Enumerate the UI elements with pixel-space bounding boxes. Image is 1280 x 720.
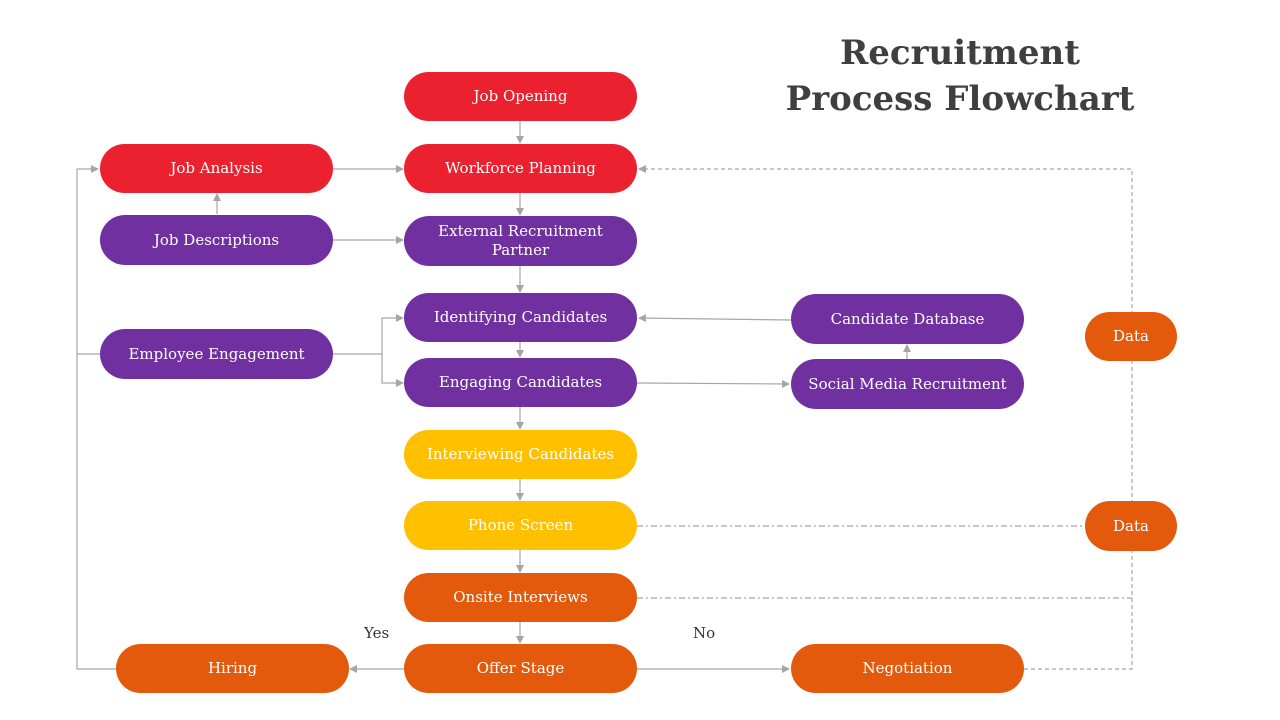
node-onsite-interviews-label: Onsite Interviews [453,588,588,606]
node-workforce-planning-label: Workforce Planning [445,159,596,177]
line-hiring-loop [76,169,116,670]
node-data-top-label: Data [1113,327,1149,345]
node-job-analysis: Job Analysis [100,144,333,193]
arrow-engaging-to-social [636,379,790,388]
label-yes: Yes [364,624,390,642]
node-interviewing-candidates-label: Interviewing Candidates [426,445,615,463]
node-social-media-recruitment-label: Social Media Recruitment [808,374,1007,393]
node-job-opening: Job Opening [404,72,637,121]
page-title: Recruitment Process Flowchart [760,30,1160,122]
label-no: No [693,624,716,642]
node-engaging-candidates-label: Engaging Candidates [438,373,603,391]
node-negotiation-label: Negotiation [862,659,953,677]
node-identifying-candidates-label: Identifying Candidates [433,308,608,326]
node-social-media-recruitment: Social Media Recruitment [791,359,1024,409]
arrow-database-to-identifying [638,314,792,323]
node-job-analysis-label: Job Analysis [170,159,263,177]
node-hiring-label: Hiring [207,659,258,677]
node-external-recruitment-partner-label: External Recruitment Partner [438,222,603,259]
node-negotiation: Negotiation [791,644,1024,693]
node-data-bottom: Data [1085,501,1177,551]
node-data-bottom-label: Data [1113,516,1149,535]
node-workforce-planning: Workforce Planning [404,144,637,193]
arrow-engagement-to-engaging [381,354,404,387]
title-line-1: Recruitment [840,33,1080,73]
node-employee-engagement-label: Employee Engagement [128,344,305,363]
node-job-descriptions-label: Job Descriptions [153,230,280,249]
node-employee-engagement: Employee Engagement [100,329,333,379]
node-job-descriptions: Job Descriptions [100,215,333,265]
node-candidate-database: Candidate Database [791,294,1024,344]
node-identifying-candidates: Identifying Candidates [404,293,637,342]
node-engaging-candidates: Engaging Candidates [404,358,637,407]
node-phone-screen: Phone Screen [404,501,637,550]
node-phone-screen-label: Phone Screen [467,516,574,534]
title-line-2: Process Flowchart [785,79,1135,119]
arrow-engagement-to-identifying [381,314,404,354]
node-candidate-database-label: Candidate Database [830,309,985,328]
node-data-top: Data [1085,312,1177,361]
node-offer-stage: Offer Stage [404,644,637,693]
dashed-negotiation-loop [638,165,1133,670]
node-hiring: Hiring [116,644,349,693]
node-offer-stage-label: Offer Stage [476,659,565,677]
node-external-recruitment-partner: External Recruitment Partner [404,216,637,266]
node-interviewing-candidates: Interviewing Candidates [404,430,637,479]
node-job-opening-label: Job Opening [473,87,568,105]
node-onsite-interviews: Onsite Interviews [404,573,637,622]
